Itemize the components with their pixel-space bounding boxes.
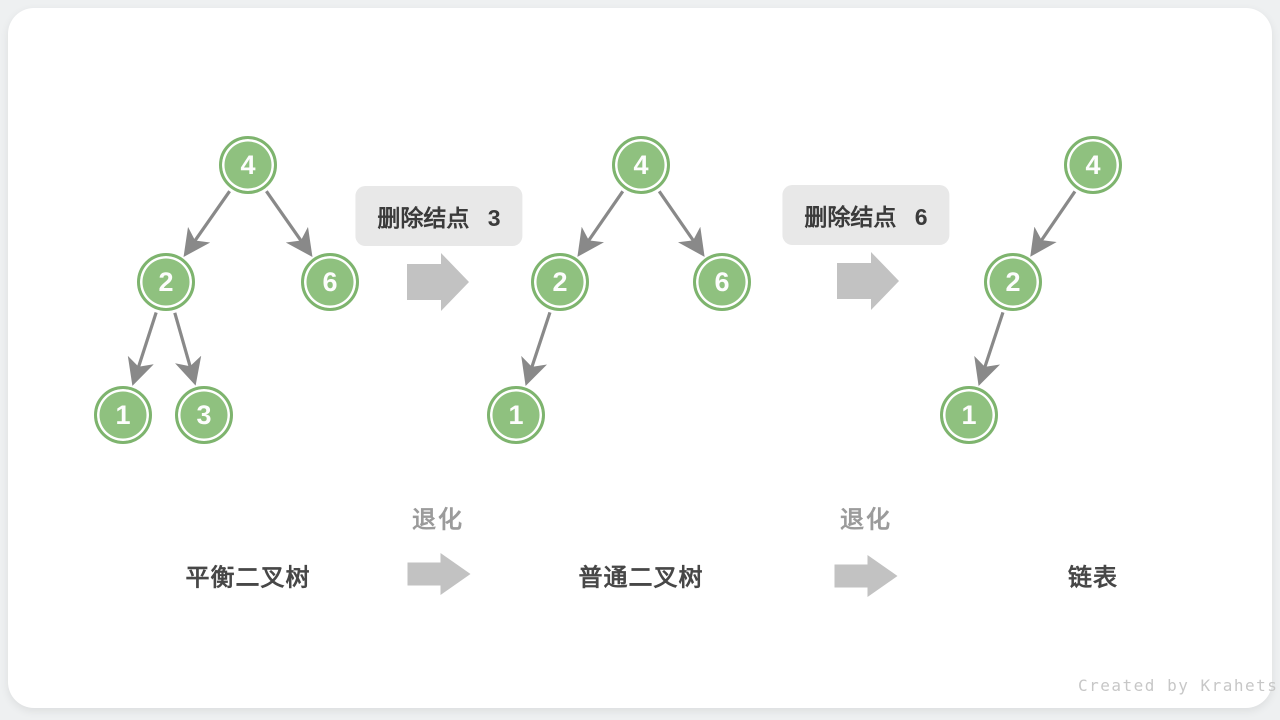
operation-label-2: 删除结点 6 bbox=[782, 185, 950, 245]
tree-edge-balanced-binary-tree-2-1 bbox=[127, 311, 158, 386]
canvas-card bbox=[8, 8, 1272, 708]
operation-label-1: 删除结点 3 bbox=[355, 186, 523, 246]
degrade-label-1: 退化 bbox=[412, 506, 464, 534]
tree-caption-balanced-binary-tree: 平衡二叉树 bbox=[185, 564, 311, 592]
tree-caption-ordinary-binary-tree: 普通二叉树 bbox=[578, 564, 704, 592]
tree-node-balanced-binary-tree-4: 4 bbox=[219, 136, 277, 194]
tree-edge-ordinary-binary-tree-4-2 bbox=[577, 190, 625, 257]
degrade-label-2: 退化 bbox=[840, 506, 892, 534]
block-arrow-icon-operation-1 bbox=[407, 253, 469, 311]
block-arrow-icon-degrade-2 bbox=[834, 555, 898, 597]
tree-node-linked-list-4: 4 bbox=[1064, 136, 1122, 194]
tree-node-ordinary-binary-tree-6: 6 bbox=[693, 253, 751, 311]
tree-node-balanced-binary-tree-3: 3 bbox=[175, 386, 233, 444]
block-arrow-icon-degrade-1 bbox=[407, 553, 471, 595]
tree-node-balanced-binary-tree-1: 1 bbox=[94, 386, 152, 444]
tree-edge-ordinary-binary-tree-2-1 bbox=[521, 311, 552, 386]
tree-edge-linked-list-4-2 bbox=[1030, 190, 1077, 257]
block-arrow-icon-operation-2 bbox=[837, 252, 899, 310]
tree-edge-balanced-binary-tree-2-3 bbox=[173, 312, 202, 386]
tree-node-ordinary-binary-tree-2: 2 bbox=[531, 253, 589, 311]
tree-edge-ordinary-binary-tree-4-6 bbox=[657, 190, 705, 257]
tree-node-linked-list-1: 1 bbox=[940, 386, 998, 444]
tree-node-balanced-binary-tree-6: 6 bbox=[301, 253, 359, 311]
tree-edge-linked-list-2-1 bbox=[974, 311, 1005, 386]
tree-node-ordinary-binary-tree-1: 1 bbox=[487, 386, 545, 444]
tree-node-linked-list-2: 2 bbox=[984, 253, 1042, 311]
tree-node-balanced-binary-tree-2: 2 bbox=[137, 253, 195, 311]
credit-text: Created by Krahets bbox=[1078, 676, 1279, 695]
tree-edge-balanced-binary-tree-4-2 bbox=[183, 190, 231, 257]
tree-edge-balanced-binary-tree-4-6 bbox=[265, 190, 313, 257]
tree-caption-linked-list: 链表 bbox=[1068, 564, 1118, 592]
tree-node-ordinary-binary-tree-4: 4 bbox=[612, 136, 670, 194]
